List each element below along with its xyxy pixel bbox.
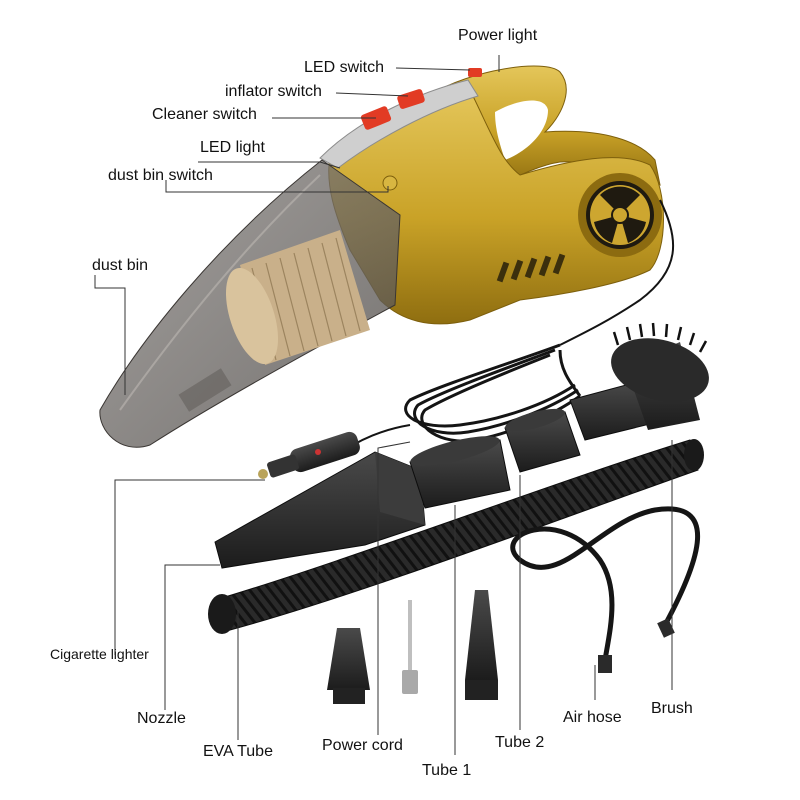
inflator-nozzles — [327, 590, 498, 704]
vent-slots — [496, 253, 566, 283]
cigarette-lighter-plug — [258, 431, 360, 479]
dust-bin — [99, 159, 401, 448]
brush — [611, 322, 709, 430]
eva-tube — [208, 439, 704, 634]
label-dust-bin: dust bin — [92, 257, 149, 274]
label-power-light: Power light — [458, 27, 538, 44]
label-cleaner-switch: Cleaner switch — [152, 106, 257, 123]
label-power-cord: Power cord — [322, 737, 403, 754]
label-tube-1: Tube 1 — [422, 762, 472, 779]
label-led-light: LED light — [200, 139, 265, 156]
label-air-hose: Air hose — [563, 709, 622, 726]
label-dust-bin-switch: dust bin switch — [108, 167, 213, 184]
label-inflator-switch: inflator switch — [225, 83, 322, 100]
label-brush: Brush — [651, 700, 693, 717]
fan-icon — [578, 173, 662, 257]
air-hose — [510, 506, 701, 673]
dust-bin-switch-button — [382, 175, 398, 191]
filter — [225, 230, 370, 365]
led-switch-button — [468, 68, 482, 77]
label-led-switch: LED switch — [304, 59, 385, 76]
label-tube-2: Tube 2 — [495, 734, 545, 751]
leader-lines — [94, 55, 673, 755]
label-nozzle: Nozzle — [137, 710, 186, 727]
label-eva-tube: EVA Tube — [203, 743, 273, 760]
tube-1 — [409, 436, 511, 509]
inflator-switch-button — [397, 89, 425, 109]
vacuum-body — [319, 65, 664, 325]
label-cigarette-lighter: Cigarette lighter — [50, 646, 149, 662]
